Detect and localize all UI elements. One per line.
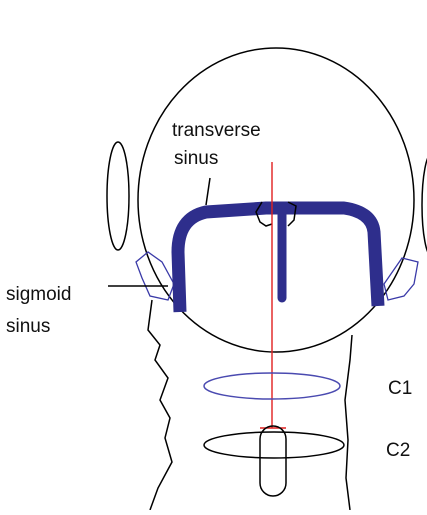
c2-dens <box>260 426 286 496</box>
left-ear <box>107 142 129 250</box>
label-transverse-sinus: sinus <box>174 148 218 169</box>
label-c1: C1 <box>388 378 412 399</box>
c2-ring <box>204 432 344 458</box>
neck-right-outline <box>345 335 352 510</box>
label-sigmoid-sinus: sinus <box>6 316 50 337</box>
neck-left-outline <box>148 300 172 510</box>
label-sigmoid: sigmoid <box>6 284 71 305</box>
label-transverse: transverse <box>172 120 261 141</box>
transverse-sinus-leader <box>206 178 210 205</box>
left-mastoid-outline <box>136 252 174 300</box>
label-c2: C2 <box>386 440 410 461</box>
right-ear <box>422 153 427 257</box>
